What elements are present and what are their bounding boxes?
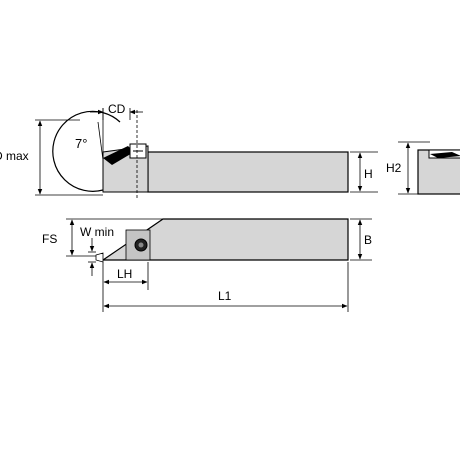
insert-tip <box>103 146 134 165</box>
top-view-insert <box>95 252 104 263</box>
top-view: FS W min B LH L1 <box>42 218 372 312</box>
end-view: H2 <box>386 141 460 195</box>
lh-label: LH <box>117 267 132 281</box>
cd-label: CD <box>108 102 126 116</box>
angle-line <box>97 121 104 161</box>
shank-body <box>147 151 349 193</box>
fs-label: FS <box>42 232 57 246</box>
b-label: B <box>364 233 372 247</box>
d-max-label: D max <box>0 149 29 163</box>
w-min-label: W min <box>80 225 114 239</box>
h-label: H <box>364 167 373 181</box>
top-view-screw-hex <box>138 242 144 248</box>
end-view-insert <box>430 152 460 158</box>
l1-label: L1 <box>218 289 232 303</box>
side-view: 7° CD D max H <box>0 102 378 198</box>
h2-label: H2 <box>386 161 402 175</box>
angle-label: 7° <box>75 136 87 151</box>
